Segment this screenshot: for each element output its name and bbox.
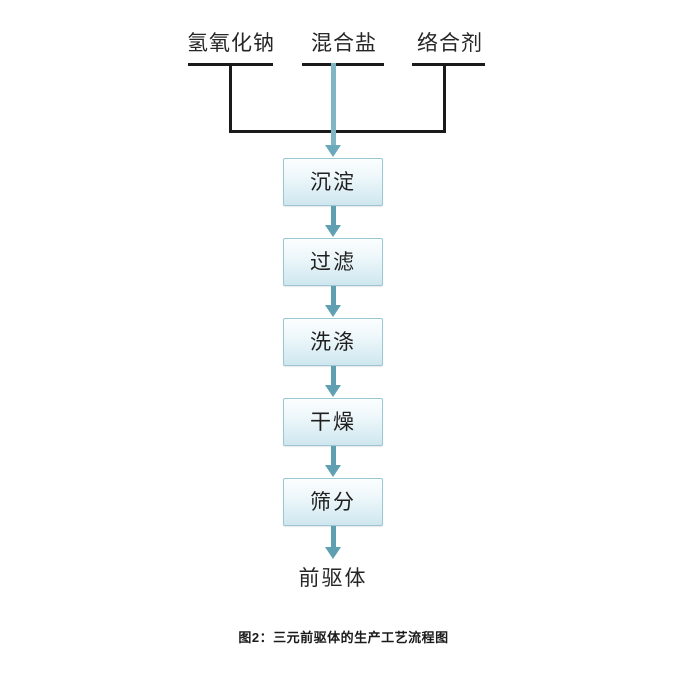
process-box-filtration[interactable]: 过滤 [283,238,383,286]
connector-line-sieving-to-output [331,526,336,548]
input-label-mixed-salt: 混合盐 [311,32,377,55]
process-box-drying[interactable]: 干燥 [283,398,383,446]
feed-arrowhead-icon [325,145,341,157]
arrowhead-icon-precipitation-to-filtration [325,225,341,237]
process-box-label: 过滤 [310,250,356,274]
output-label-precursor: 前驱体 [298,567,368,590]
figure-caption: 图2：三元前驱体的生产工艺流程图 [238,630,449,645]
arrowhead-icon-filtration-to-washing [325,305,341,317]
bracket-bottom-horizontal [229,130,446,133]
input-label-complexing-agent: 络合剂 [417,32,483,55]
bracket-left-vertical [229,63,232,133]
input-underline-complexing-agent [412,63,485,66]
connector-line-filtration-to-washing [331,286,336,306]
process-box-sieving[interactable]: 筛分 [283,478,383,526]
arrowhead-icon-washing-to-drying [325,385,341,397]
process-box-label: 干燥 [310,410,356,434]
process-box-label: 沉淀 [310,170,356,194]
feed-line [331,63,336,148]
connector-line-precipitation-to-filtration [331,206,336,226]
process-box-washing[interactable]: 洗涤 [283,318,383,366]
input-underline-mixed-salt [302,63,384,66]
process-box-label: 筛分 [310,490,356,514]
arrowhead-icon-sieving-to-output [325,547,341,559]
input-label-sodium-hydroxide: 氢氧化钠 [187,32,275,55]
bracket-right-vertical [443,63,446,133]
process-box-precipitation[interactable]: 沉淀 [283,158,383,206]
connector-line-washing-to-drying [331,366,336,386]
arrowhead-icon-drying-to-sieving [325,465,341,477]
connector-line-drying-to-sieving [331,446,336,466]
process-box-label: 洗涤 [310,330,356,354]
